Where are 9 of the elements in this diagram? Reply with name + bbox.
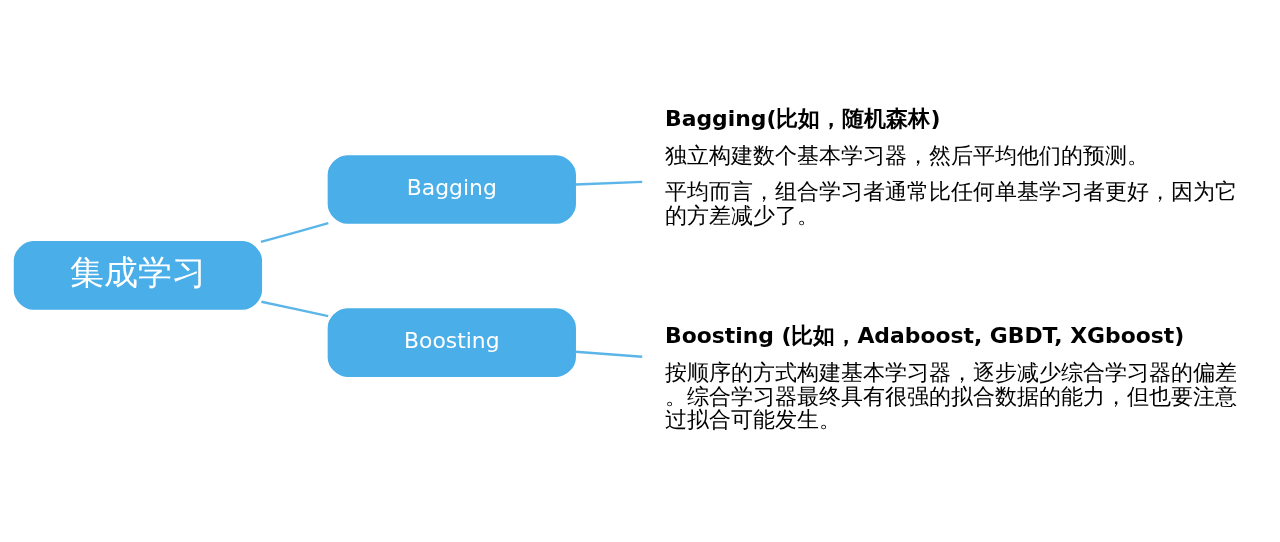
node-text: Bagging(比如，随机森林) 独立构建数个基本学习器，然后平均他们的预测。 平均而言，组合学习者通常比任何单基学习者更好，因为它的方差减少了。 — [664, 105, 1237, 228]
node-text: Boosting (比如，Adaboost, GBDT, XGboost) 按顺序的方式构建基本学习器，逐步减少综合学习器的偏差。综合学习器最终具有很强的拟合数据的能力，但也要注意过拟合可能发生。 — [664, 322, 1237, 432]
connector — [261, 300, 329, 317]
node-box: Boosting — [327, 307, 576, 377]
connector — [575, 350, 643, 358]
node-box: 集成学习 — [13, 240, 263, 310]
connector — [575, 180, 643, 186]
connector — [260, 221, 329, 243]
node-box: Bagging — [327, 154, 576, 224]
